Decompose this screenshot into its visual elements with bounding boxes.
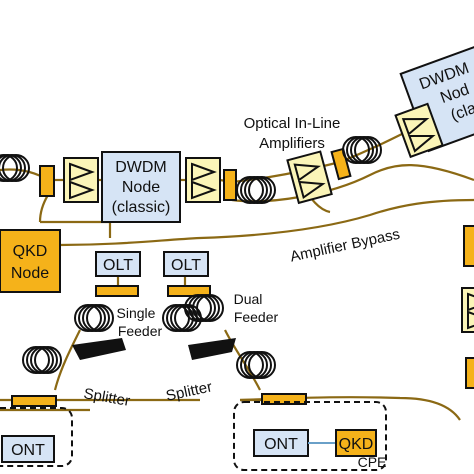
qkd-node: QKD Node	[0, 229, 61, 293]
splitter-left-shape	[72, 338, 126, 360]
splitter-left-label: Splitter	[82, 385, 131, 410]
inline-amp-label-1: Optical In-Line	[244, 115, 341, 132]
coupler-olt-right	[167, 285, 211, 297]
qkd-small-label: QKD	[339, 436, 374, 453]
cpe-label: CPE	[358, 454, 387, 470]
dwdm-left-line1: DWDM	[115, 159, 167, 176]
right-edge-coupler	[465, 357, 474, 389]
olt-left: OLT	[95, 251, 141, 277]
olt-right-label: OLT	[171, 257, 201, 274]
ont-right: ONT	[253, 429, 309, 457]
inline-amplifier-1	[286, 150, 333, 204]
coupler-mid	[223, 169, 237, 201]
right-edge-orange	[463, 225, 474, 267]
premises-left	[0, 407, 73, 467]
amplifier-left	[63, 157, 99, 203]
inline-amp-label-2: Amplifiers	[259, 135, 325, 152]
dual-feeder-label-1: Dual	[234, 291, 263, 307]
cpe-box	[233, 401, 387, 471]
single-feeder-label-1: Single	[117, 305, 156, 321]
right-edge-amplifier	[461, 287, 474, 333]
ont-left: ONT	[1, 435, 55, 463]
dual-feeder-label-2: Feeder	[234, 309, 279, 325]
amplifier-mid	[185, 157, 221, 203]
coupler-left	[39, 165, 55, 197]
fiber-coil-drop-right	[236, 351, 276, 379]
fiber-coil-drop-left	[22, 346, 62, 374]
olt-right: OLT	[163, 251, 209, 277]
coupler-olt-left	[95, 285, 139, 297]
coupler-drop-left	[11, 395, 57, 407]
fiber-coil-left	[0, 154, 30, 182]
qkd-node-line1: QKD	[13, 243, 48, 260]
ont-left-label: ONT	[11, 442, 45, 459]
fiber-coil-single-feeder	[74, 304, 114, 332]
qkd-small: QKD	[335, 429, 377, 457]
qkd-node-line2: Node	[11, 265, 49, 282]
dwdm-left-line2: Node	[122, 179, 160, 196]
ont-right-label: ONT	[264, 436, 298, 453]
splitter-right-shape	[188, 338, 236, 360]
coupler-inline	[330, 147, 352, 181]
amplifier-bypass-label: Amplifier Bypass	[289, 226, 402, 266]
single-feeder-label-2: Feeder	[118, 323, 163, 339]
olt-left-label: OLT	[103, 257, 133, 274]
dwdm-node-left: DWDM Node (classic)	[101, 151, 181, 223]
coupler-drop-right	[261, 393, 307, 405]
dwdm-left-line3: (classic)	[112, 199, 171, 216]
